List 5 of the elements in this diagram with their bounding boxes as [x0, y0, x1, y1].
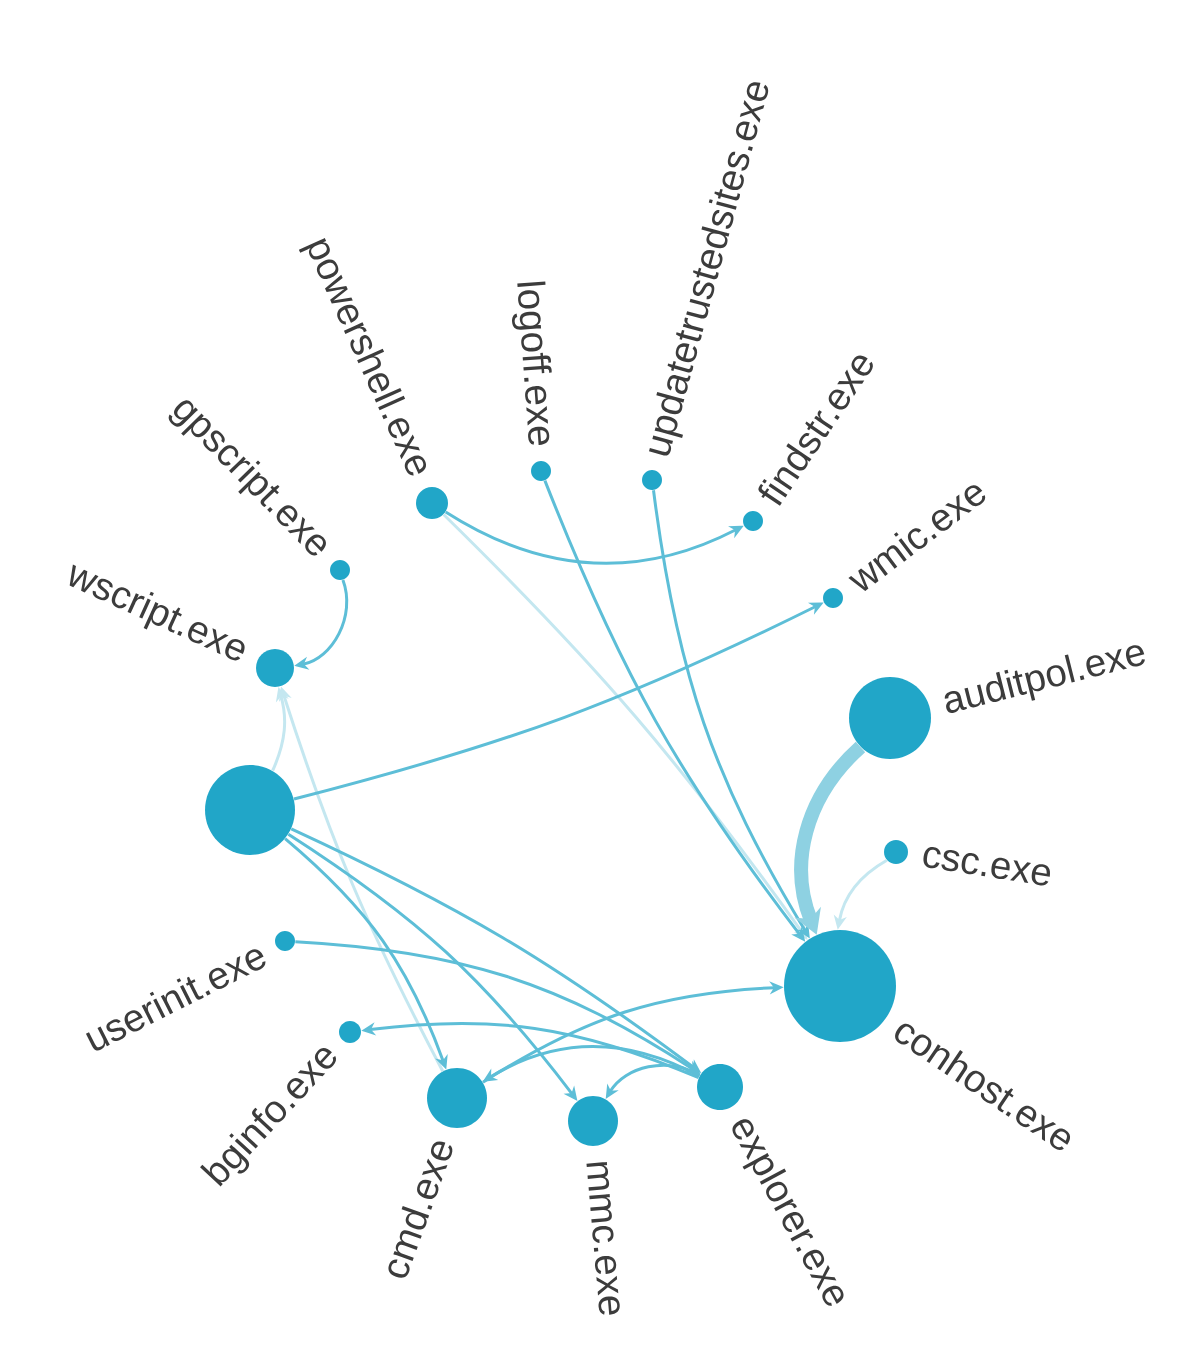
node-label: csc.exe	[923, 847, 1051, 886]
node-circle	[205, 765, 295, 855]
node-label: cmd.exe	[388, 1141, 453, 1278]
node-label: logoff.exe	[512, 281, 552, 445]
node-label: mmc.exe	[586, 1161, 620, 1315]
